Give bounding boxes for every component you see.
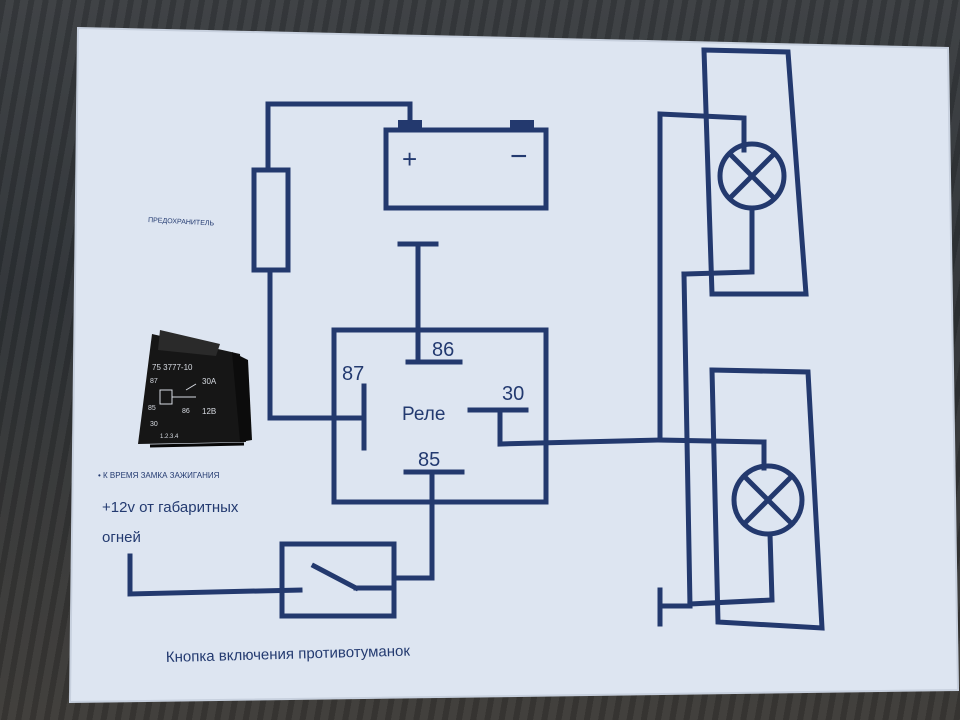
relay-photo-text-8: 1.2.3.4	[160, 434, 179, 440]
relay-box	[331, 327, 549, 505]
button-caption: Кнопка включения противотуманок	[166, 643, 411, 666]
switch-lever	[310, 562, 360, 592]
relay-photo-text-7: 30	[150, 421, 158, 428]
wires	[127, 47, 825, 631]
relay-photo-text-6: 12В	[202, 407, 216, 416]
relay-photo-text-4: 85	[148, 405, 156, 412]
wire-switch-in	[127, 553, 303, 597]
pin-30-label: 30	[502, 383, 524, 405]
wire-85-to-switch	[391, 471, 435, 581]
relay-photo-text-5: 86	[182, 408, 190, 415]
paper-sheet	[70, 28, 958, 702]
power-note-line2: огней	[102, 529, 141, 546]
wire-battery-to-fuse	[265, 101, 413, 173]
relay-label: Реле	[402, 404, 445, 425]
wire-30-to-lamps	[497, 409, 663, 447]
battery-symbol	[383, 127, 549, 211]
pin-85-label: 85	[418, 449, 440, 471]
power-note-line1: +12v от габаритных	[102, 499, 239, 516]
relay-photo-text-3: 30A	[202, 377, 217, 386]
lamp-housing-top	[701, 47, 809, 297]
relay-photo-text-1: 75 3777-10	[152, 363, 193, 372]
relay-photo-text-2: 87	[150, 378, 158, 385]
pin-86-label: 86	[432, 339, 454, 361]
lamp-housing-bottom	[709, 367, 825, 631]
wire-fuse-to-87	[267, 267, 365, 421]
switch-box	[279, 541, 397, 619]
relay-photo: 75 3777-10 87 30A 85 86 12В 30 1.2.3.4	[138, 330, 252, 448]
battery-plus-label: +	[402, 144, 417, 174]
fuse-label: ПРЕДОХРАНИТЕЛЬ	[148, 217, 215, 227]
pin-87-label: 87	[342, 363, 364, 385]
wire-lamp-bus	[657, 111, 747, 443]
ignition-note: • К ВРЕМЯ ЗАМКА ЗАЖИГАНИЯ	[98, 471, 220, 480]
battery-minus-label: −	[510, 140, 528, 173]
